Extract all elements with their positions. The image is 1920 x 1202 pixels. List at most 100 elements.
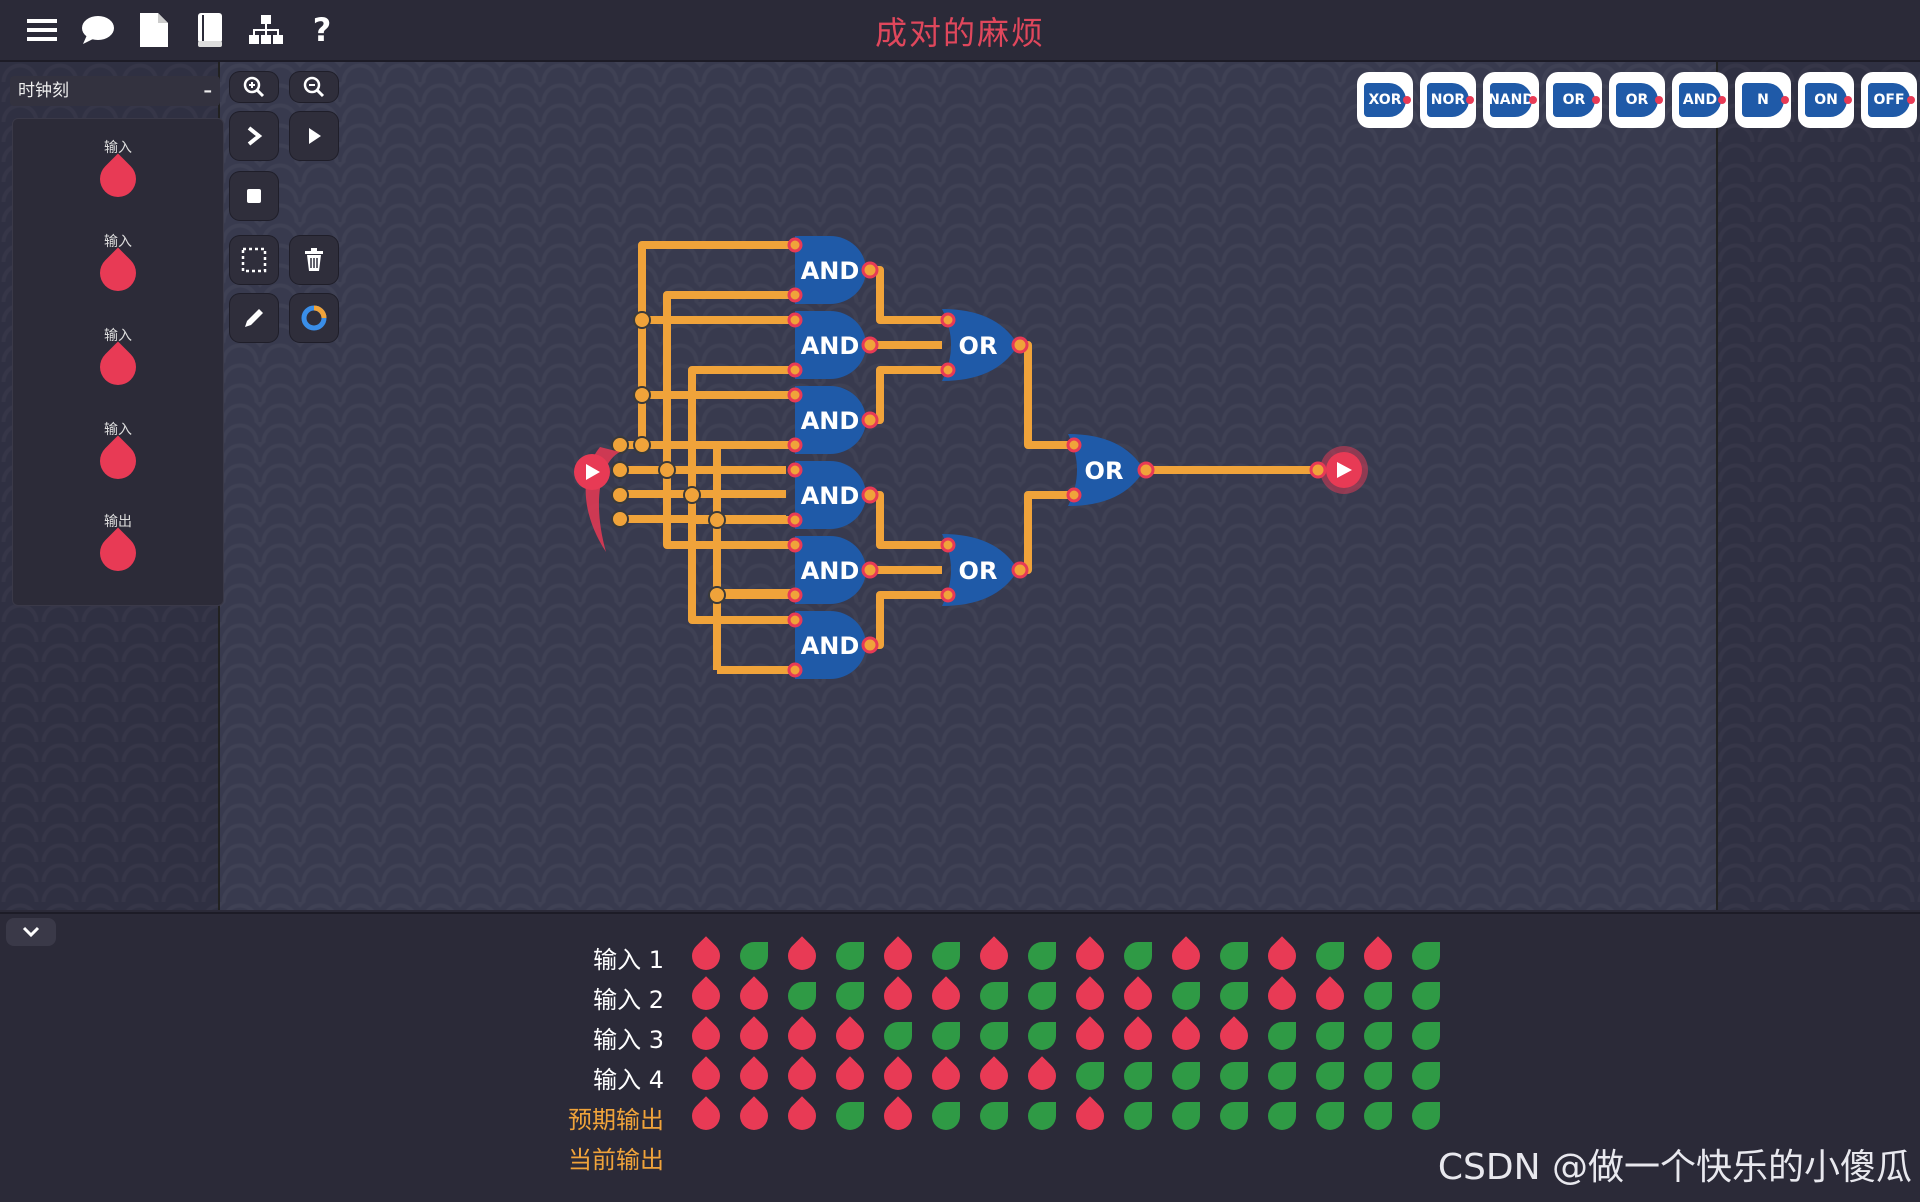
zoom-out-icon [303, 76, 325, 98]
truth-cell-green [1316, 1102, 1344, 1130]
step-button[interactable] [230, 112, 278, 160]
level-select[interactable]: 时钟刻 – [10, 76, 220, 106]
hierarchy-icon[interactable] [248, 10, 284, 50]
palette-item-input[interactable]: 输入 [13, 419, 223, 487]
gate-tool-or[interactable]: OR [1546, 72, 1602, 128]
gate-tool-or[interactable]: OR [1609, 72, 1665, 128]
watermark: CSDN @做一个快乐的小傻瓜 [1437, 1147, 1912, 1188]
or-gate[interactable]: OR [1066, 434, 1155, 506]
gate-tool-label: NAND [1488, 83, 1537, 117]
stop-button[interactable] [230, 172, 278, 220]
gate-tool-nor[interactable]: NOR [1420, 72, 1476, 128]
menu-icon[interactable] [24, 10, 60, 50]
component-palette: 输入 输入 输入 输入 输出 [12, 118, 224, 606]
palette-item-input[interactable]: 输入 [13, 231, 223, 299]
truth-cell-red [1310, 976, 1350, 1016]
and-gate[interactable]: AND [787, 461, 879, 529]
truth-cell-red [686, 976, 726, 1016]
zoom-in-button[interactable] [230, 72, 278, 102]
pencil-button[interactable] [230, 294, 278, 342]
truth-cell-green [884, 1022, 912, 1050]
or-gate[interactable]: OR [940, 309, 1029, 381]
input-pin-icon [92, 341, 144, 393]
palette-item-output[interactable]: 输出 [13, 511, 223, 579]
truth-cell-green [1316, 942, 1344, 970]
truth-cell-red [1070, 1096, 1110, 1136]
truth-cell-red [782, 936, 822, 976]
truth-cell-green [1220, 1102, 1248, 1130]
truth-cell-red [734, 976, 774, 1016]
truth-cell-green [1412, 1102, 1440, 1130]
truth-cell-green [1268, 1062, 1296, 1090]
palette-item-label: 输入 [104, 234, 132, 250]
truth-cell-green [1364, 1022, 1392, 1050]
gate-tool-n[interactable]: N [1735, 72, 1791, 128]
truth-cell-red [734, 1096, 774, 1136]
palette-item-label: 输入 [104, 422, 132, 438]
truth-cell-green [1412, 1022, 1440, 1050]
gate-tool-off[interactable]: OFF [1861, 72, 1917, 128]
select-button[interactable] [230, 236, 278, 284]
help-icon[interactable]: ? [312, 11, 332, 49]
palette-item-input[interactable]: 输入 [13, 325, 223, 393]
collapse-table-button[interactable] [6, 918, 56, 946]
truth-cell-green [1316, 1022, 1344, 1050]
gate-tool-on[interactable]: ON [1798, 72, 1854, 128]
truth-cell-red [1070, 936, 1110, 976]
or-gate-label: OR [959, 557, 998, 585]
truth-cell-green [1268, 1022, 1296, 1050]
truth-cell-green [1316, 1062, 1344, 1090]
truth-cell-green [1028, 1102, 1056, 1130]
truth-table-row-label: 当前输出 [568, 1146, 664, 1174]
zoom-in-icon [243, 76, 265, 98]
truth-cell-red [734, 1056, 774, 1096]
gate-tool-label: NOR [1427, 83, 1474, 117]
and-gate[interactable]: AND [787, 611, 879, 679]
and-gate[interactable]: AND [787, 536, 879, 604]
and-gate-label: AND [801, 332, 860, 360]
truth-table-row: 输入 1 [0, 936, 1920, 976]
truth-cell-red [782, 1016, 822, 1056]
palette-item-input[interactable]: 输入 [13, 137, 223, 205]
gate-tool-nand[interactable]: NAND [1483, 72, 1539, 128]
truth-cell-red [878, 976, 918, 1016]
input-pin-icon [92, 435, 144, 487]
color-icon [301, 305, 327, 331]
top-bar: ? 成对的麻烦 [0, 0, 1920, 62]
truth-cell-red [782, 1096, 822, 1136]
gate-tool-and[interactable]: AND [1672, 72, 1728, 128]
collapse-palette-button[interactable]: – [203, 81, 213, 101]
output-pin-icon [92, 527, 144, 579]
truth-table-panel [0, 912, 1920, 1202]
truth-cell-green [1172, 1102, 1200, 1130]
palette-item-label: 输出 [104, 514, 132, 530]
or-gate-label: OR [959, 332, 998, 360]
and-gate[interactable]: AND [787, 236, 879, 304]
and-gate-label: AND [801, 482, 860, 510]
truth-cell-red [734, 1016, 774, 1056]
gate-tool-label: ON [1805, 83, 1852, 117]
gate-tool-label: AND [1679, 83, 1726, 117]
play-button[interactable] [290, 112, 338, 160]
zoom-out-button[interactable] [290, 72, 338, 102]
truth-cell-red [974, 1056, 1014, 1096]
delete-button[interactable] [290, 236, 338, 284]
truth-cell-red [1358, 936, 1398, 976]
truth-cell-red [1022, 1056, 1062, 1096]
book-icon[interactable] [192, 10, 228, 50]
delete-icon [305, 248, 323, 271]
truth-cell-green [932, 1102, 960, 1130]
or-gate[interactable]: OR [940, 534, 1029, 606]
truth-cell-green [1124, 942, 1152, 970]
stop-icon [247, 189, 261, 203]
and-gate[interactable]: AND [787, 311, 879, 379]
truth-cell-red [1118, 1016, 1158, 1056]
gate-tool-xor[interactable]: XOR [1357, 72, 1413, 128]
truth-cell-red [878, 1056, 918, 1096]
document-icon[interactable] [136, 10, 172, 50]
and-gate[interactable]: AND [787, 386, 879, 454]
chat-icon[interactable] [80, 10, 116, 50]
color-button[interactable] [290, 294, 338, 342]
